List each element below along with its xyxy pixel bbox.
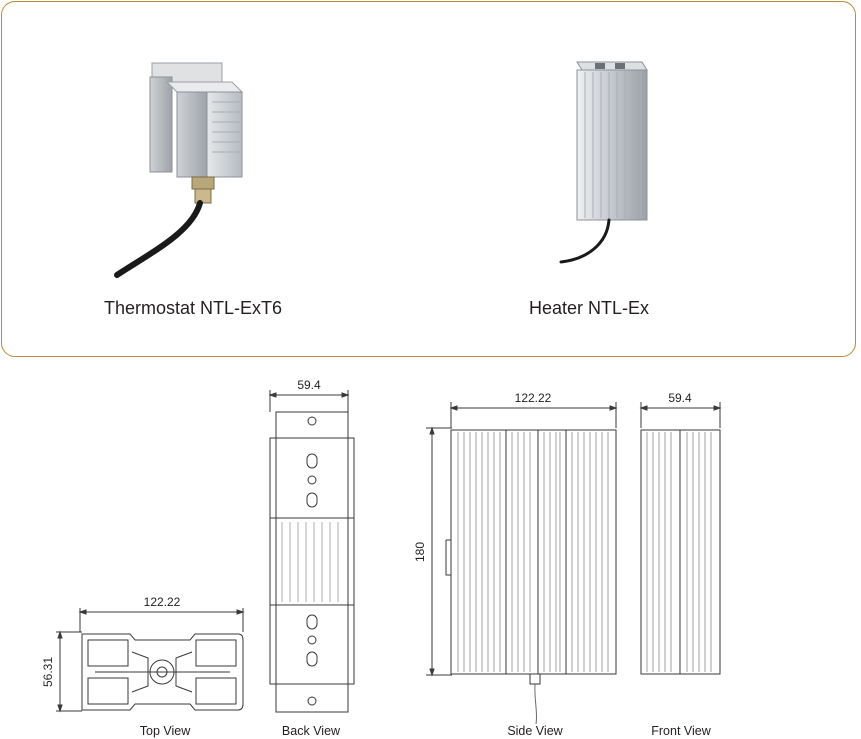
thermostat-caption: Thermostat NTL-ExT6 [104,298,283,318]
side-view-label: Side View [507,724,563,738]
back-view-width-dim: 59.4 [297,378,321,392]
top-view-height-dim: 56.31 [41,657,55,687]
front-view-width-dim: 59.4 [668,391,692,405]
heater-photo [559,61,648,264]
thermostat-photo [114,62,244,278]
back-view-drawing [268,390,355,713]
top-view-drawing [56,608,245,713]
back-view-label: Back View [281,724,341,738]
front-view-label: Front View [651,724,711,738]
top-view-label: Top View [139,724,191,738]
front-view-drawing [639,402,722,675]
side-view-width-dim: 122.22 [515,391,552,405]
side-view-drawing [426,402,618,725]
top-view-width-dim: 122.22 [144,595,181,609]
heater-caption: Heater NTL-Ex [529,298,650,318]
side-view-height-dim: 180 [413,542,427,562]
product-photos-panel: Thermostat NTL-ExT6 Heater NTL-Ex [1,1,856,357]
